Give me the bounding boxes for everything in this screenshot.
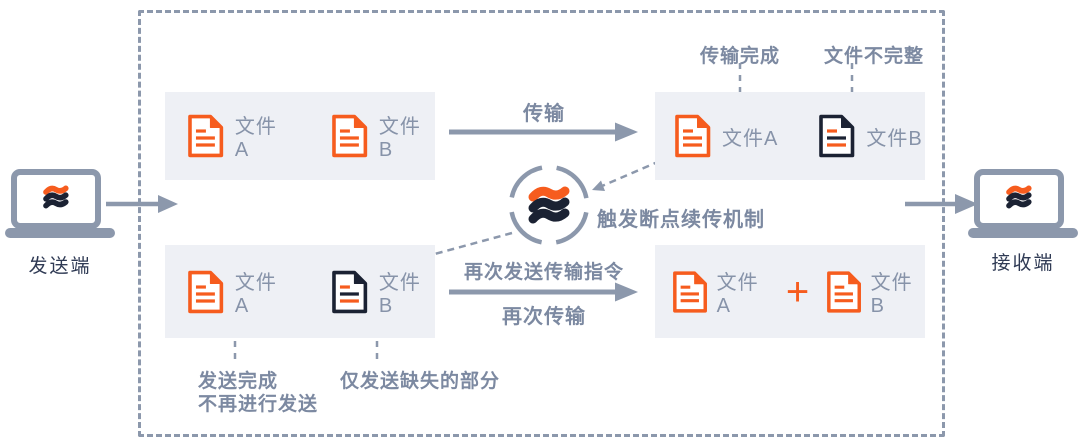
panel-sender-state: 文件A 文件B	[165, 245, 435, 338]
plus-icon: +	[785, 269, 810, 314]
file-incomplete-annotation: 文件不完整	[823, 46, 924, 67]
file-incomplete-icon	[819, 114, 855, 158]
file-b-item: 文件B	[824, 266, 925, 318]
file-b-item: 文件B	[329, 110, 435, 162]
resend-command-label: 再次发送传输指令	[463, 262, 624, 283]
receiver-label: 接收端	[991, 253, 1055, 274]
file-b-label: 文件B	[378, 271, 421, 317]
panel-received-files: 文件A 文件B	[655, 92, 925, 180]
send-complete-annotation-line2: 不再进行发送	[198, 394, 319, 415]
send-complete-annotation-line1: 发送完成	[198, 371, 279, 392]
file-complete-icon	[332, 114, 368, 158]
file-a-label: 文件A	[234, 116, 277, 161]
transfer-boundary-frame	[138, 10, 945, 437]
file-b-item: 文件B	[816, 114, 922, 158]
file-a-item: 文件A	[185, 110, 291, 162]
transfer-complete-annotation: 传输完成	[699, 46, 780, 67]
trigger-label: 触发断点续传机制	[597, 209, 765, 231]
file-complete-icon	[188, 114, 224, 158]
file-complete-icon	[188, 270, 224, 313]
sender-laptop-icon	[5, 169, 115, 238]
transfer-logo-icon	[528, 186, 570, 224]
sender-label: 发送端	[28, 256, 92, 277]
receiver-laptop-icon	[968, 169, 1078, 238]
file-a-label: 文件A	[234, 271, 277, 317]
file-incomplete-icon	[332, 270, 368, 313]
file-a-item: 文件A	[672, 114, 778, 158]
panel-source-files: 文件A 文件B	[165, 92, 435, 180]
file-a-item: 文件A	[670, 266, 771, 318]
file-b-label: 文件B	[378, 116, 421, 161]
file-b-label: 文件B	[870, 271, 913, 317]
file-complete-icon	[673, 270, 707, 313]
file-b-item: 文件B	[329, 266, 435, 318]
send-missing-annotation: 仅发送缺失的部分	[340, 371, 501, 392]
transfer-arrow-label: 传输	[523, 103, 565, 125]
panel-merged-files: 文件A + 文件B	[655, 245, 925, 338]
file-a-label: 文件A	[716, 271, 759, 317]
file-b-label: 文件B	[866, 127, 923, 150]
retransfer-label: 再次传输	[502, 306, 586, 328]
file-a-label: 文件A	[722, 127, 779, 150]
file-complete-icon	[675, 114, 711, 158]
file-complete-icon	[827, 270, 861, 313]
file-a-item: 文件A	[185, 266, 291, 318]
